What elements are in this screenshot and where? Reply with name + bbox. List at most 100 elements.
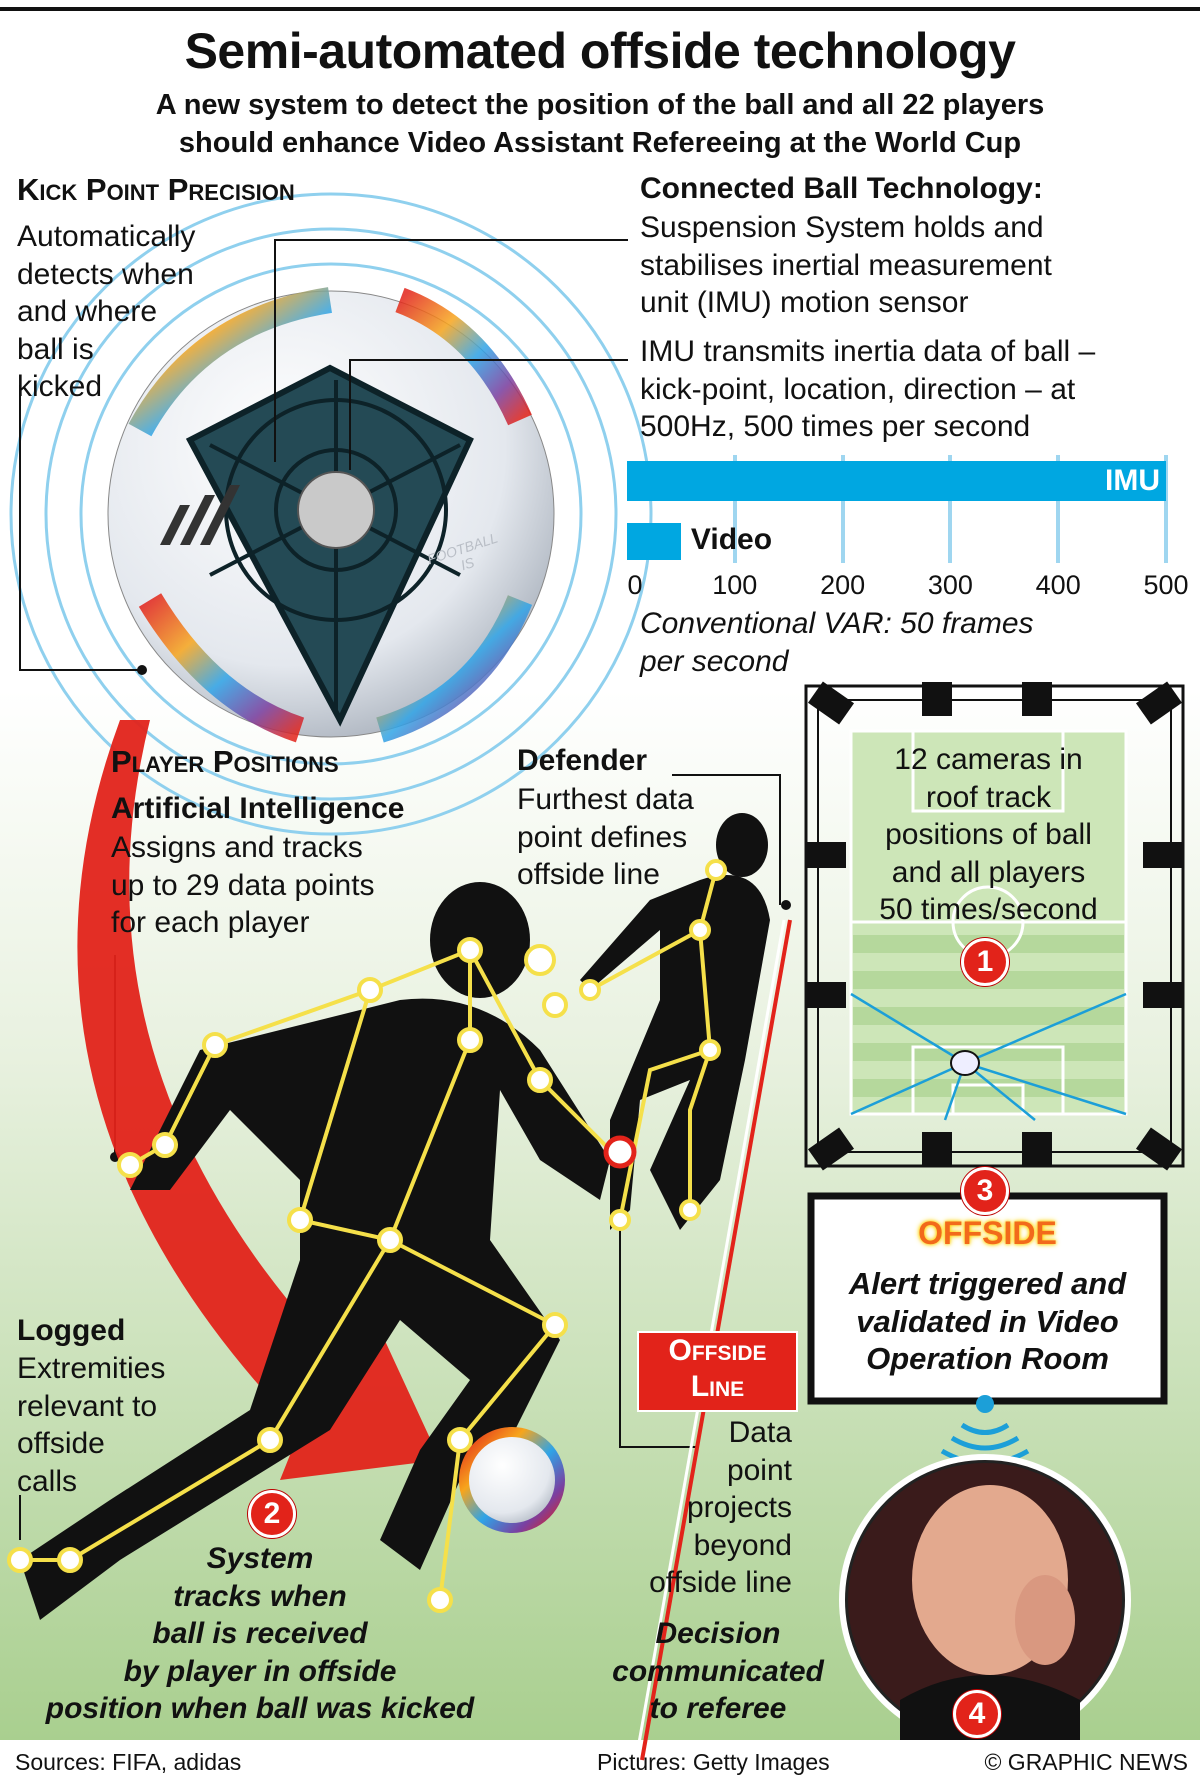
gridline: [948, 455, 953, 563]
text-line: 12 cameras in: [894, 743, 1083, 776]
match-ball: [459, 1427, 565, 1533]
text-line: 500Hz, 500 times per second: [640, 410, 1031, 443]
text-line: beyond: [693, 1528, 792, 1562]
connected-ball-text: Suspension System holds and stabilises i…: [640, 209, 1052, 322]
gridline: [840, 455, 845, 563]
gridline: [1164, 455, 1168, 563]
text-line: Extremities: [17, 1352, 166, 1385]
step-badge-4: 4: [953, 1690, 1001, 1738]
text-line: by player in offside: [123, 1654, 397, 1688]
offside-flag: OFFSIDE: [918, 1215, 1057, 1251]
text-line: point defines: [517, 820, 688, 854]
text-line: stabilises inertial measurement: [640, 248, 1052, 282]
bar-video: [627, 523, 681, 560]
text-line: to referee: [649, 1692, 787, 1725]
text-line: Line: [690, 1370, 745, 1403]
subtitle-line: A new system to detect the position of t…: [155, 89, 1045, 121]
text-line: Suspension System holds and: [640, 211, 1044, 244]
kick-point-text: Automatically detects when and where bal…: [17, 218, 195, 406]
gridline: [1056, 455, 1061, 563]
text-line: communicated: [612, 1654, 824, 1688]
cameras-text: 12 cameras in roof track positions of ba…: [851, 741, 1126, 929]
text-line: up to 29 data points: [111, 868, 375, 902]
alert-text: Alert triggered and validated in Video O…: [811, 1265, 1164, 1378]
camera-sightlines: [850, 992, 1127, 1121]
ai-text: Assigns and tracks up to 29 data points …: [111, 829, 375, 942]
step-badge-3: 3: [961, 1167, 1009, 1215]
step-badge-2: 2: [248, 1490, 296, 1538]
subtitle-line: should enhance Video Assistant Refereein…: [178, 127, 1022, 159]
tick-label: 200: [820, 570, 866, 600]
top-rule: [0, 7, 1200, 11]
ball-rings: [9, 192, 653, 836]
text-line: detects when: [17, 257, 194, 291]
text-line: Conventional VAR: 50 frames: [640, 607, 1034, 640]
text-line: ball is: [17, 332, 94, 366]
furthest-data-point: [603, 1135, 637, 1169]
gridline: [732, 455, 737, 563]
text-line: Operation Room: [866, 1341, 1109, 1376]
decision-text: Decision communicated to referee: [578, 1615, 858, 1728]
text-line: and where: [17, 295, 158, 328]
tick-label: 300: [927, 570, 973, 600]
sampling-rate-chart: IMU Video: [627, 455, 1172, 575]
text-line: Decision: [655, 1617, 781, 1650]
text-line: per second: [640, 644, 789, 678]
text-line: positions of ball: [885, 818, 1092, 851]
kick-point-heading: Kick Point Precision: [17, 172, 295, 207]
text-line: roof track: [925, 780, 1052, 814]
text-line: relevant to: [17, 1389, 158, 1423]
text-line: offside: [17, 1427, 105, 1460]
text-line: Data: [728, 1416, 792, 1449]
data-point-text: Data point projects beyond offside line: [580, 1414, 792, 1602]
text-line: offside line: [649, 1566, 792, 1599]
text-line: offside line: [517, 858, 660, 891]
text-line: kicked: [17, 370, 103, 403]
chart-caption: Conventional VAR: 50 frames per second: [640, 605, 1034, 680]
offside-line-label: Offside Line: [637, 1331, 798, 1412]
bar-label: IMU: [1105, 464, 1160, 497]
text-line: System: [206, 1542, 314, 1575]
subtitle: A new system to detect the position of t…: [0, 86, 1200, 162]
tick-label: 0: [627, 570, 643, 600]
referee-photo: [839, 1454, 1131, 1746]
kick-path-arrow: [77, 720, 441, 1480]
connected-ball-heading: Connected Ball Technology:: [640, 172, 1043, 205]
tick-label: 500: [1143, 570, 1189, 600]
text-line: 50 times/second: [879, 893, 1098, 926]
text-line: Alert triggered and: [848, 1266, 1127, 1301]
text-line: tracks when: [173, 1579, 347, 1613]
skeleton-joints: [7, 859, 727, 1613]
text-line: Offside: [668, 1334, 767, 1367]
text-line: Furthest data: [517, 783, 694, 816]
text-line: Automatically: [17, 220, 196, 253]
text-line: IMU transmits inertia data of ball –: [640, 335, 1096, 368]
text-line: position when ball was kicked: [45, 1692, 475, 1725]
defender-text: Furthest data point defines offside line: [517, 781, 694, 894]
graphic-news-credit: © GRAPHIC NEWS: [984, 1749, 1188, 1775]
camera-icons: [806, 681, 1183, 1171]
text-line: unit (IMU) motion sensor: [640, 286, 969, 319]
text-line: kick-point, location, direction – at: [640, 372, 1076, 406]
text-line: ball is received: [152, 1617, 368, 1650]
bar-imu: [627, 461, 1166, 501]
text-line: and all players: [891, 855, 1086, 889]
player-positions-heading: Player Positions: [111, 744, 339, 779]
picture-credit: Pictures: Getty Images: [597, 1749, 830, 1775]
sources: Sources: FIFA, adidas: [15, 1749, 242, 1775]
text-line: for each player: [111, 906, 310, 939]
ai-heading: Artificial Intelligence: [111, 792, 405, 825]
bar-label: Video: [690, 523, 773, 556]
text-line: projects: [686, 1491, 792, 1524]
tick-label: 100: [712, 570, 758, 600]
alert-box: [807, 1192, 1168, 1405]
connected-ball-image: [107, 287, 555, 743]
logged-text: Extremities relevant to offside calls: [17, 1350, 165, 1500]
defender-heading: Defender: [517, 744, 648, 777]
text-line: Assigns and tracks: [111, 831, 363, 864]
step-badge-1: 1: [961, 938, 1009, 986]
tick-label: 400: [1035, 570, 1081, 600]
text-line: point: [726, 1453, 792, 1487]
page-title: Semi-automated offside technology: [184, 23, 1016, 79]
imu-text: IMU transmits inertia data of ball – kic…: [640, 333, 1095, 446]
